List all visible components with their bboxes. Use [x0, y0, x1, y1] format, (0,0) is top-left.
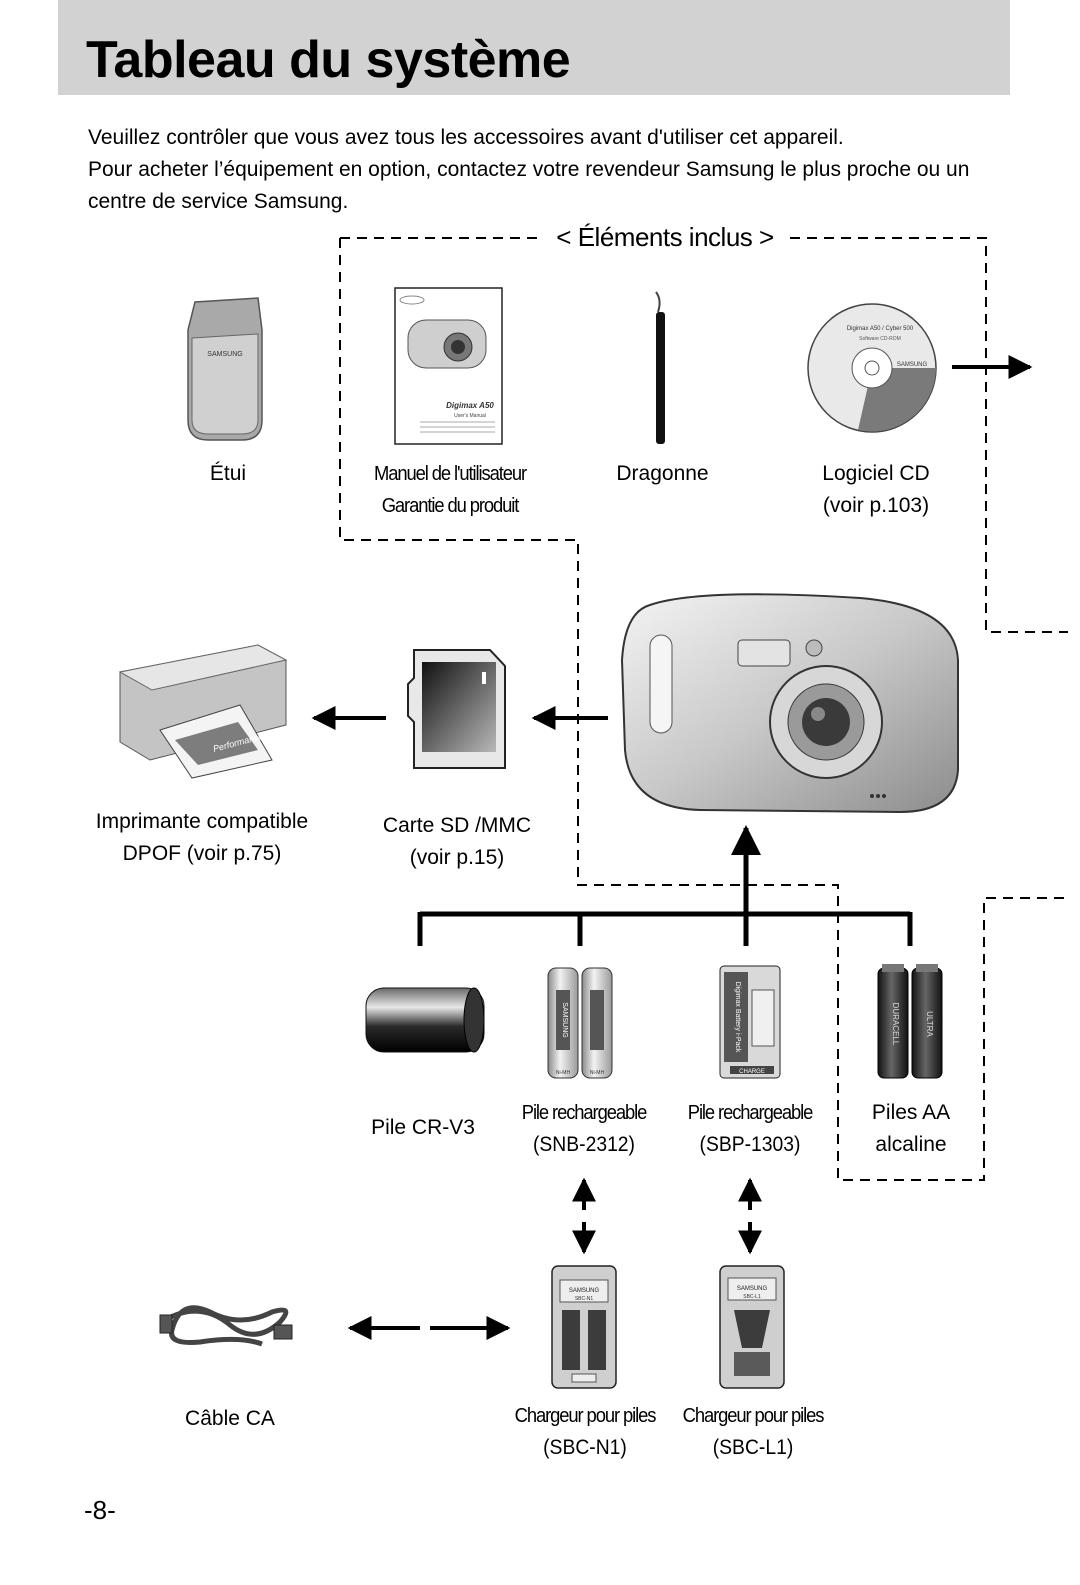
battery-aa-line1: Piles AA	[871, 1101, 951, 1124]
aa-battery-illustration: DURACELL ULTRA	[877, 964, 943, 1079]
charger1-model: SBC-N1	[575, 1296, 594, 1302]
sbp-1303-battery-illustration: Digimax Battery i-Pack CHARGE	[719, 965, 781, 1079]
item-manual-label: Manuel de l'utilisateur	[373, 463, 527, 485]
item-warranty-label: Garantie du produit	[381, 495, 520, 517]
sd-card-label-line2: (voir p.15)	[409, 846, 505, 869]
strap-illustration	[655, 291, 665, 444]
ac-cable-label: Câble CA	[185, 1407, 275, 1430]
snb-cell-type-2: Ni-MH	[590, 1070, 605, 1076]
item-cd-label: Logiciel CD	[822, 462, 930, 485]
battery-sbp-1303-label: Pile rechargeable (SBP-1303)	[673, 1097, 828, 1161]
charger-sbc-n1-line2: (SBC-N1)	[543, 1436, 627, 1459]
included-items-border	[339, 237, 1068, 1181]
charger2-model: SBC-L1	[743, 1294, 761, 1300]
printer-label: Imprimante compatible DPOF (voir p.75)	[88, 806, 316, 870]
title-bar: Tableau du système	[58, 0, 1010, 95]
battery-cr-v3-line1: Pile CR-V3	[371, 1116, 475, 1139]
charger2-brand: SAMSUNG	[737, 1286, 768, 1292]
charger-sbc-l1-line2: (SBC-L1)	[712, 1436, 794, 1459]
camera-illustration	[620, 593, 959, 814]
item-case-label: Étui	[209, 462, 247, 485]
charger-sbc-n1-label: Chargeur pour piles (SBC-N1)	[507, 1400, 663, 1464]
intro-line-1: Veuillez contrôler que vous avez tous le…	[88, 126, 844, 149]
charger-sbc-l1-illustration: SAMSUNG SBC-L1	[719, 1265, 785, 1389]
case-brand: SAMSUNG	[207, 351, 242, 358]
battery-sbp-line2: (SBP-1303)	[699, 1133, 801, 1156]
case-illustration: SAMSUNG	[187, 297, 263, 441]
cd-title: Digimax A50 / Cyber 500	[847, 326, 914, 332]
snb-2312-battery-illustration: SAMSUNG Ni-MH Ni-MH	[547, 967, 613, 1079]
sd-card-illustration	[407, 649, 506, 769]
intro-text: Veuillez contrôler que vous avez tous le…	[88, 122, 998, 218]
item-strap: Dragonne	[600, 458, 725, 490]
cr-v3-battery-illustration	[365, 987, 485, 1053]
printer-illustration: Performance	[118, 644, 288, 779]
page-number: -8-	[84, 1495, 116, 1525]
item-case: Étui	[178, 458, 278, 490]
manual-model: Digimax A50	[446, 401, 494, 410]
included-section-title: < Éléments inclus >	[540, 222, 790, 253]
item-cd-ref: (voir p.103)	[822, 494, 930, 517]
sd-card-label: Carte SD /MMC (voir p.15)	[372, 810, 542, 874]
cd-brand: SAMSUNG	[897, 362, 928, 368]
manual-illustration: Digimax A50 User's Manual	[394, 287, 503, 445]
battery-aa-line2: alcaline	[875, 1133, 947, 1156]
aa-cell-sub: ULTRA	[925, 1011, 934, 1037]
printer-label-line2: DPOF (voir p.75)	[122, 842, 282, 865]
charger1-brand: SAMSUNG	[569, 1288, 600, 1294]
battery-snb-line1: Pile rechargeable	[521, 1102, 648, 1124]
battery-sbp-line1: Pile rechargeable	[687, 1102, 814, 1124]
printer-label-line1: Imprimante compatible	[95, 810, 309, 833]
battery-bracket	[417, 911, 913, 946]
sd-card-label-line1: Carte SD /MMC	[382, 814, 532, 837]
cd-subtitle: Software CD-ROM	[859, 336, 901, 342]
cd-illustration: Digimax A50 / Cyber 500 Software CD-ROM …	[807, 303, 937, 433]
charger-sbc-l1-label: Chargeur pour piles (SBC-L1)	[675, 1400, 831, 1464]
sbp-pack-charge: CHARGE	[739, 1069, 765, 1075]
item-cd: Logiciel CD (voir p.103)	[800, 458, 952, 522]
battery-cr-v3-label: Pile CR-V3	[358, 1112, 488, 1144]
item-manual: Manuel de l'utilisateur Garantie du prod…	[360, 458, 540, 522]
battery-snb-2312-label: Pile rechargeable (SNB-2312)	[507, 1097, 662, 1161]
manual-subtitle: User's Manual	[454, 413, 486, 419]
aa-cell-brand: DURACELL	[891, 1003, 900, 1046]
page-title: Tableau du système	[86, 31, 571, 89]
sbp-pack-text: Digimax Battery i-Pack	[734, 982, 741, 1053]
snb-cell-brand: SAMSUNG	[561, 1002, 568, 1037]
battery-snb-line2: (SNB-2312)	[532, 1133, 636, 1156]
charger-sbc-n1-illustration: SAMSUNG SBC-N1	[551, 1265, 617, 1389]
charger-sbc-l1-line1: Chargeur pour piles	[682, 1405, 825, 1427]
charger-sbc-n1-line1: Chargeur pour piles	[514, 1405, 657, 1427]
intro-line-2: Pour acheter l’équipement en option, con…	[88, 158, 970, 213]
snb-cell-type: Ni-MH	[556, 1070, 571, 1076]
ac-cable-illustration	[159, 1305, 293, 1347]
item-strap-label: Dragonne	[616, 462, 709, 485]
battery-aa-label: Piles AA alcaline	[852, 1097, 970, 1161]
